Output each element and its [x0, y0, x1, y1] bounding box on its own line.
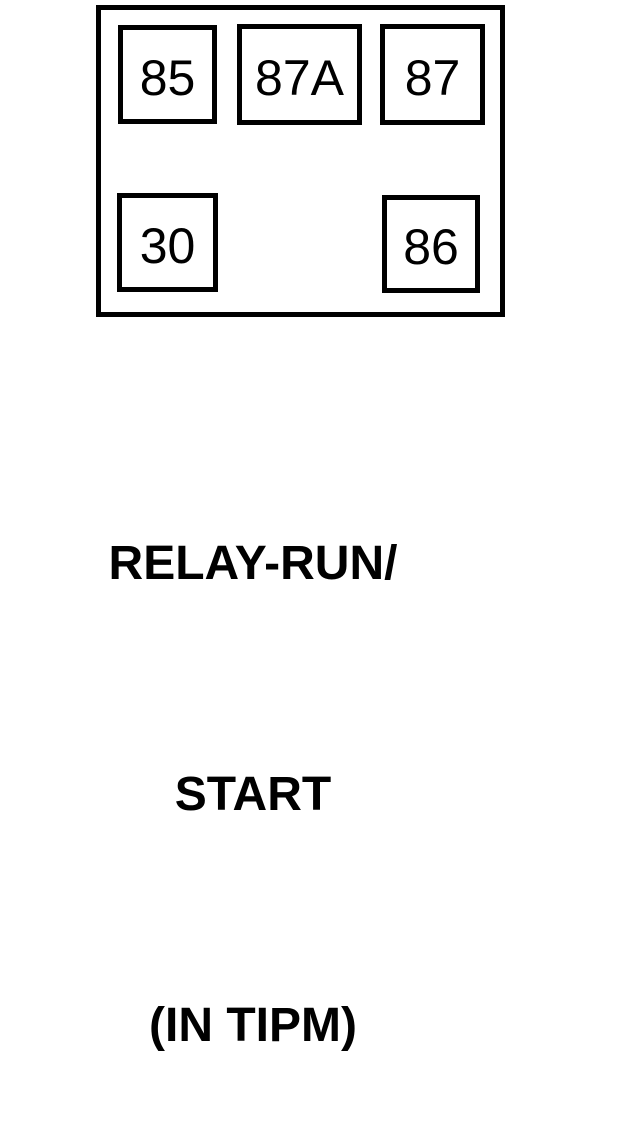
caption-line-2: START [174, 768, 332, 821]
pin-square-87a: 87A [237, 24, 362, 125]
relay-caption: RELAY-RUN/ START (IN TIPM) [0, 371, 506, 1141]
pin-square-30: 30 [117, 193, 218, 292]
caption-line-1: RELAY-RUN/ [108, 537, 398, 590]
relay-body-outline: 85 87A 87 30 86 [96, 5, 505, 317]
pin-label-30: 30 [139, 217, 196, 274]
caption-line-3: (IN TIPM) [149, 999, 357, 1052]
pin-label-87a: 87A [255, 49, 344, 106]
pin-label-85: 85 [139, 49, 196, 106]
pin-square-85: 85 [118, 25, 217, 124]
pin-label-87: 87 [404, 49, 461, 106]
pin-square-87: 87 [380, 24, 485, 125]
pin-label-86: 86 [403, 219, 459, 275]
pin-square-86: 86 [382, 195, 480, 293]
